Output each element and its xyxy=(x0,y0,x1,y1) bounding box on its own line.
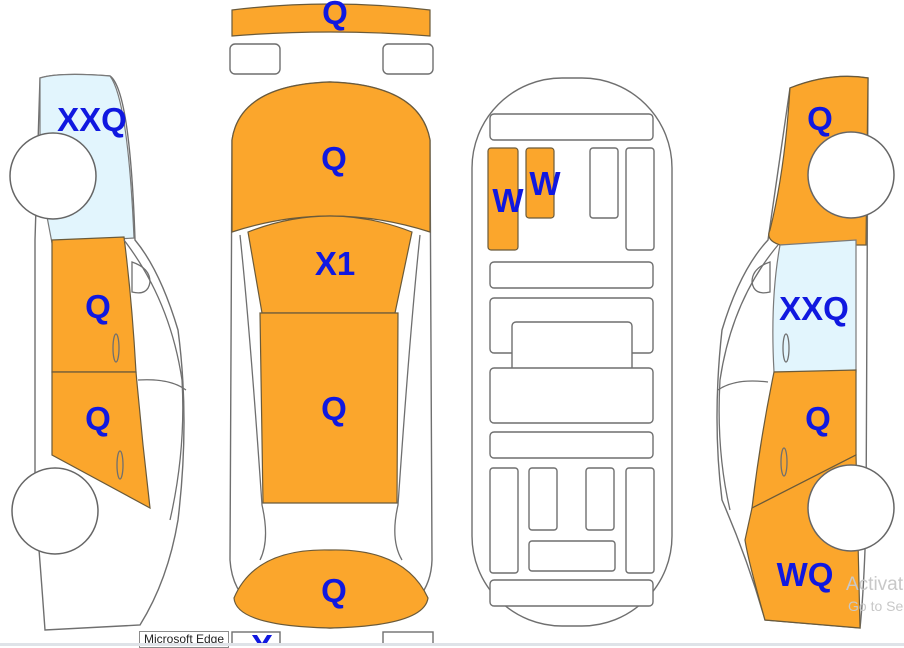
right-rear-wheel xyxy=(807,131,895,219)
underbody-view xyxy=(471,77,673,627)
top-rear-light-left xyxy=(229,43,281,75)
top-windshield-right-line xyxy=(394,234,421,561)
left-rear-glass-code: XXQ xyxy=(57,101,127,138)
underbody-slot-6 xyxy=(625,467,655,574)
activation-watermark-subtitle: Go to Se xyxy=(848,598,904,614)
left-side-view xyxy=(9,73,187,631)
top-partial-bottom-right xyxy=(382,631,434,646)
left-front-door-code: Q xyxy=(85,400,111,437)
top-windshield-left-line xyxy=(239,234,267,561)
top-bottom-partial-code: X xyxy=(251,628,273,646)
right-front-wheel xyxy=(807,464,895,552)
top-partial-bottom-part xyxy=(231,631,281,646)
underbody-part-b-code: W xyxy=(529,165,561,202)
underbody-slot-2 xyxy=(625,147,655,251)
left-a-pillar-line xyxy=(123,239,184,521)
taskbar-edge xyxy=(0,643,904,646)
top-roof-code: X1 xyxy=(315,245,355,282)
top-rear-bumper-code: Q xyxy=(322,0,348,31)
right-seat-line xyxy=(717,380,769,391)
right-door-handle-upper xyxy=(782,333,790,363)
underbody-slot-1 xyxy=(589,147,619,219)
underbody-slot-4 xyxy=(528,467,558,531)
left-rear-door-handle xyxy=(112,333,120,363)
underbody-part-a-code: W xyxy=(492,182,524,219)
left-mirror xyxy=(131,261,151,294)
right-mirror xyxy=(751,261,771,294)
underbody-part-a[interactable] xyxy=(487,147,519,251)
top-front-bumper-panel[interactable] xyxy=(233,549,429,629)
underbody-slot-3 xyxy=(489,467,519,574)
right-door-handle-lower xyxy=(780,447,788,477)
right-rear-quarter-code: Q xyxy=(807,100,833,137)
left-front-door-panel[interactable] xyxy=(51,371,151,510)
top-front-bumper-code: Q xyxy=(321,572,347,609)
right-rear-glass-code: XXQ xyxy=(779,290,849,327)
underbody-frame-lower xyxy=(489,367,654,424)
underbody-part-b[interactable] xyxy=(525,147,555,219)
underbody-bar-2 xyxy=(489,261,654,289)
left-front-door-handle xyxy=(116,450,124,480)
top-view xyxy=(229,3,434,646)
top-rear-bumper-panel[interactable] xyxy=(231,3,431,37)
left-rear-wheel xyxy=(9,132,97,220)
right-front-door-code: Q xyxy=(805,400,831,437)
left-seat-line xyxy=(137,379,187,391)
underbody-top-bar xyxy=(489,113,654,141)
activation-watermark-title: Activat xyxy=(846,574,904,595)
top-hood-panel[interactable] xyxy=(259,312,399,504)
left-front-wheel xyxy=(11,467,99,555)
top-roof-panel[interactable] xyxy=(247,215,413,314)
top-rear-light-right xyxy=(382,43,434,75)
right-a-pillar-line xyxy=(718,244,779,511)
top-trunk-code: Q xyxy=(321,140,347,177)
left-rear-door-code: Q xyxy=(85,288,111,325)
top-hood-code: Q xyxy=(321,390,347,427)
underbody-slot-5 xyxy=(585,467,615,531)
underbody-slot-7 xyxy=(528,540,616,572)
right-side-view xyxy=(716,75,895,629)
underbody-bar-3 xyxy=(489,431,654,459)
right-front-fender-code: WQ xyxy=(777,556,834,593)
underbody-bottom-bar xyxy=(489,579,654,607)
